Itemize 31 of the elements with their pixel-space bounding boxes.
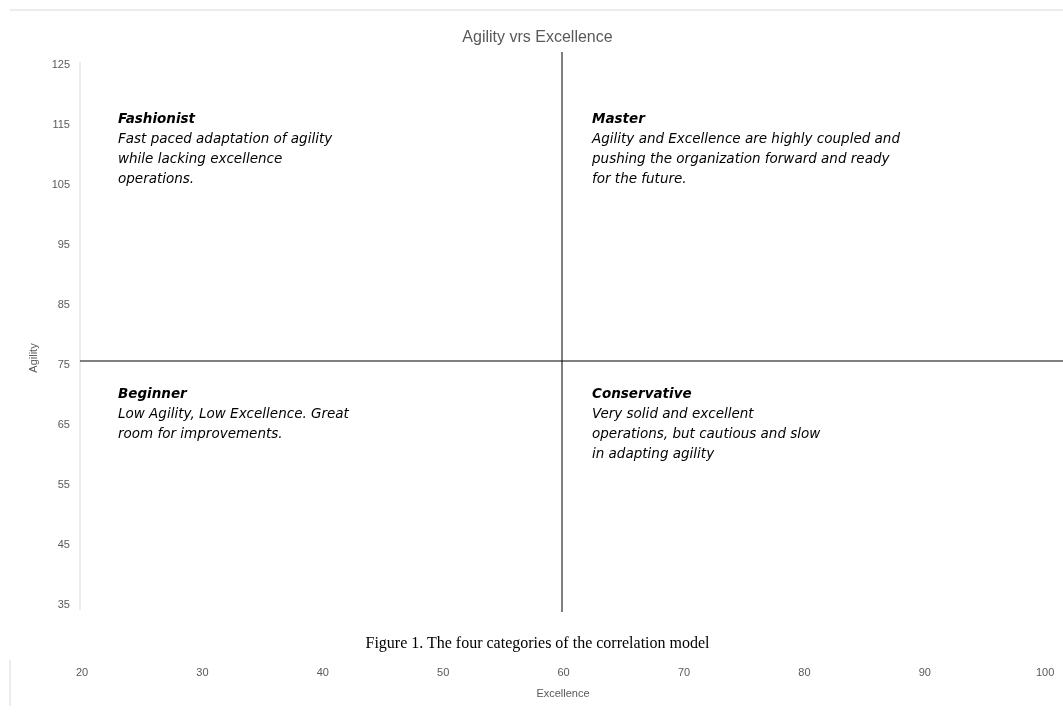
chart-title: Agility vrs Excellence bbox=[461, 28, 614, 46]
x-tick-label: 40 bbox=[315, 666, 330, 678]
quadrant-heading: Master bbox=[592, 109, 647, 128]
x-tick-label: 80 bbox=[797, 666, 812, 678]
x-tick-label: 60 bbox=[556, 666, 571, 678]
quadrant-heading: Conservative bbox=[592, 384, 693, 403]
y-tick-label: 85 bbox=[57, 298, 70, 310]
quadrant-description: Agility and Excellence are highly coupled and pushing the organization forward and ready for the future. bbox=[592, 129, 901, 188]
y-tick-label: 75 bbox=[57, 358, 70, 370]
x-tick-label: 50 bbox=[436, 666, 451, 678]
quadrant-heading: Beginner bbox=[118, 384, 189, 403]
quadrant-heading: Fashionist bbox=[118, 109, 197, 128]
y-tick-label: 65 bbox=[57, 418, 70, 430]
y-tick-label: 105 bbox=[51, 178, 70, 190]
quadrant-description: Low Agility, Low Excellence. Great room for improvements. bbox=[118, 404, 350, 443]
x-tick-label: 100 bbox=[1035, 666, 1056, 678]
figure-caption: Figure 1. The four categories of the correlation model bbox=[364, 634, 711, 652]
quadrant-description: Very solid and excellent operations, but cautious and slow in adapting agility bbox=[592, 404, 822, 463]
y-tick-label: 35 bbox=[57, 598, 70, 610]
quadrant-description: Fast paced adaptation of agility while lacking excellence operations. bbox=[118, 129, 334, 188]
y-tick-label: 95 bbox=[57, 238, 70, 250]
x-tick-label: 70 bbox=[676, 666, 692, 678]
x-tick-label: 30 bbox=[195, 666, 210, 678]
y-axis-title: Agility bbox=[26, 343, 39, 373]
y-tick-label: 55 bbox=[57, 478, 70, 490]
x-tick-label: 20 bbox=[74, 666, 90, 678]
y-tick-label: 45 bbox=[57, 538, 70, 550]
x-axis-title: Excellence bbox=[535, 687, 591, 699]
y-tick-label: 115 bbox=[52, 118, 70, 130]
y-tick-label: 125 bbox=[51, 58, 70, 70]
x-tick-label: 90 bbox=[917, 666, 932, 678]
